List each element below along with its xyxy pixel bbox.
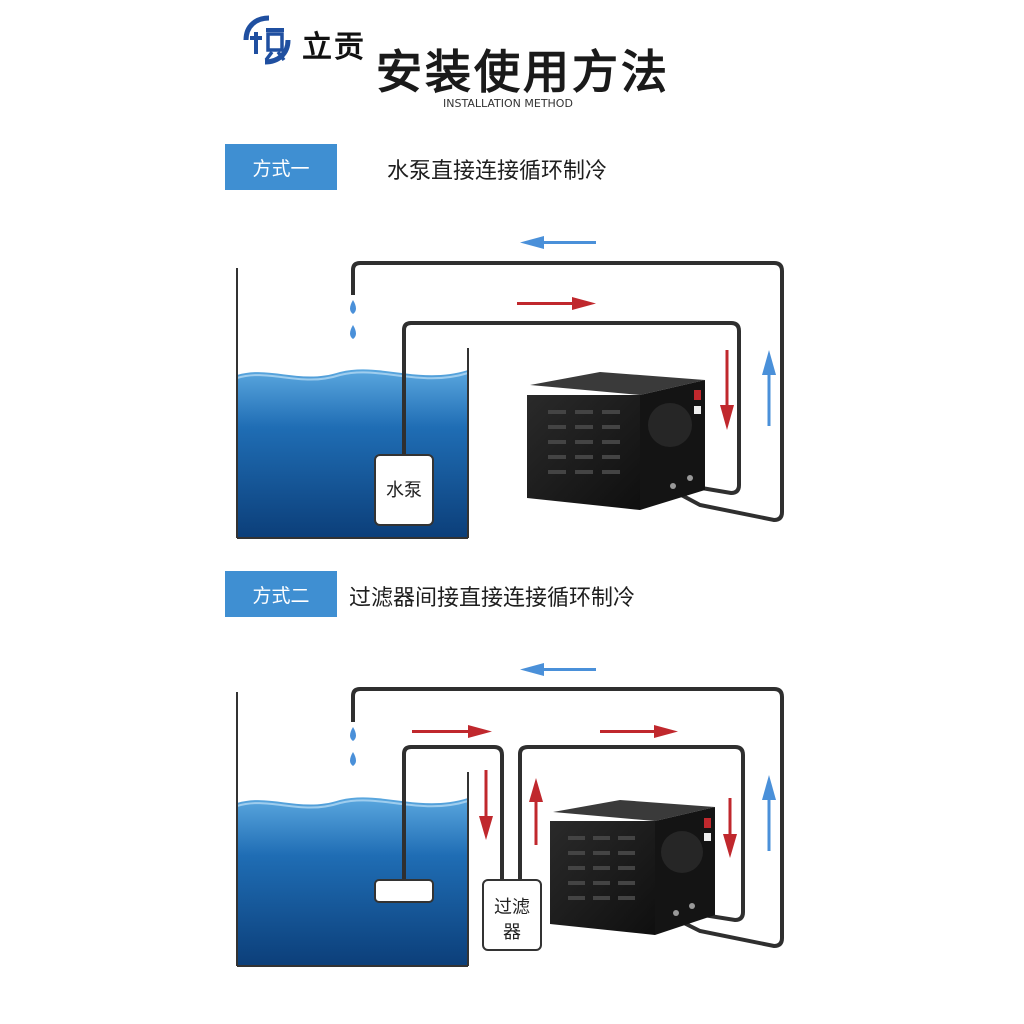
brand-name: 立贡: [302, 30, 366, 65]
supply-arrow-top: [517, 297, 596, 310]
pump-box: [374, 879, 434, 903]
return-pipe: [351, 261, 784, 523]
water-drop-icon: [350, 325, 356, 339]
method-2-tag: 方式二: [225, 571, 337, 617]
supply-arrow-down: [720, 350, 734, 430]
method-1-tag: 方式一: [225, 144, 337, 190]
return-arrow-up: [762, 350, 776, 426]
chiller-unit: [527, 372, 705, 510]
method-2-diagram: 过滤 器: [236, 663, 784, 967]
brand-logo-icon: [243, 15, 291, 65]
return-arrow-up: [762, 775, 776, 851]
water-drop-icon: [350, 752, 356, 766]
pump-box: 水泵: [374, 454, 434, 526]
page-subtitle: INSTALLATION METHOD: [443, 97, 573, 110]
return-arrow-top: [520, 236, 596, 249]
supply-arrow-top-left: [412, 725, 492, 738]
return-arrow-top: [520, 663, 596, 676]
pump-to-filter-pipe: [402, 745, 504, 880]
supply-arrow-down-filter: [479, 770, 493, 840]
filter-label-line2: 器: [503, 922, 521, 943]
method-1-diagram: 水泵: [236, 236, 784, 539]
supply-arrow-up-filter: [529, 778, 543, 845]
chiller-unit: [550, 800, 715, 935]
pump-label: 水泵: [386, 480, 422, 501]
method-1-description: 水泵直接连接循环制冷: [387, 159, 608, 184]
water-drop-icon: [350, 727, 356, 741]
filter-label-line1: 过滤: [494, 897, 530, 918]
supply-pipe: [402, 321, 741, 496]
return-pipe: [351, 687, 784, 949]
method-2-description: 过滤器间接直接连接循环制冷: [349, 586, 636, 611]
filter-box: 过滤 器: [482, 879, 542, 951]
water-drop-icon: [350, 300, 356, 314]
supply-arrow-down-chiller: [723, 798, 737, 858]
page-title: 安装使用方法: [376, 45, 670, 99]
water-tank: [236, 692, 469, 967]
filter-to-chiller-pipe: [518, 745, 745, 923]
supply-arrow-top-right: [600, 725, 678, 738]
